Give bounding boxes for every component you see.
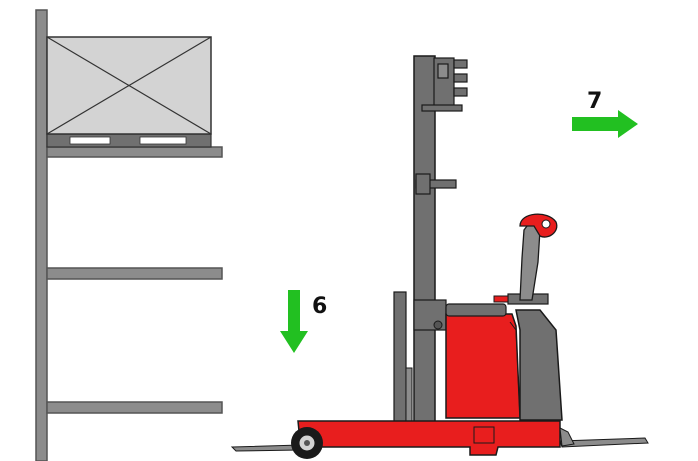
tiller-switch [493,295,509,303]
arrow-down-icon [280,290,308,353]
mast-bracket-clip [415,173,431,195]
carriage-arm [421,104,463,112]
carriage-bracket-mid [453,73,468,83]
forklift-rear-caster [559,427,575,447]
reach-truck-forklift [230,55,649,459]
tiller-knob [541,219,551,229]
rack-beam-middle [46,267,223,280]
carriage-bracket-low [453,87,468,97]
mast-pivot-bolt [433,320,443,330]
rack-upright [35,9,48,461]
forklift-mast [413,55,436,429]
forklift-chassis [297,420,561,456]
pallet-opening-left [69,136,111,145]
forklift-carriage [421,57,468,112]
pallet-opening-right [139,136,187,145]
storage-rack [35,9,223,461]
chassis-notch [473,426,495,444]
forklift-fork-rear [559,437,649,448]
step-6-group: 6 [280,290,327,353]
rack-beam-bottom [46,401,223,414]
forklift-mast-inner [393,291,407,423]
forklift-body [445,313,521,419]
forklift-operator-compartment [515,309,563,421]
forklift-body-panel-line [509,321,521,419]
step-6-label: 6 [312,294,327,319]
forklift-fork-front [230,444,301,452]
forklift-front-wheel-center [304,440,310,446]
forklift-body-cap [445,303,507,317]
step-7-group: 7 [572,89,638,138]
load-box-cross-b [46,36,212,135]
arrow-right-icon [572,110,638,138]
carriage-detail [437,63,449,79]
palletized-load [46,36,212,148]
step-7-label: 7 [587,89,602,114]
carriage-bracket-top [453,59,468,69]
forklift-tiller [519,221,541,301]
forklift-mast-rail [405,367,413,425]
rack-beam-top [46,146,223,158]
